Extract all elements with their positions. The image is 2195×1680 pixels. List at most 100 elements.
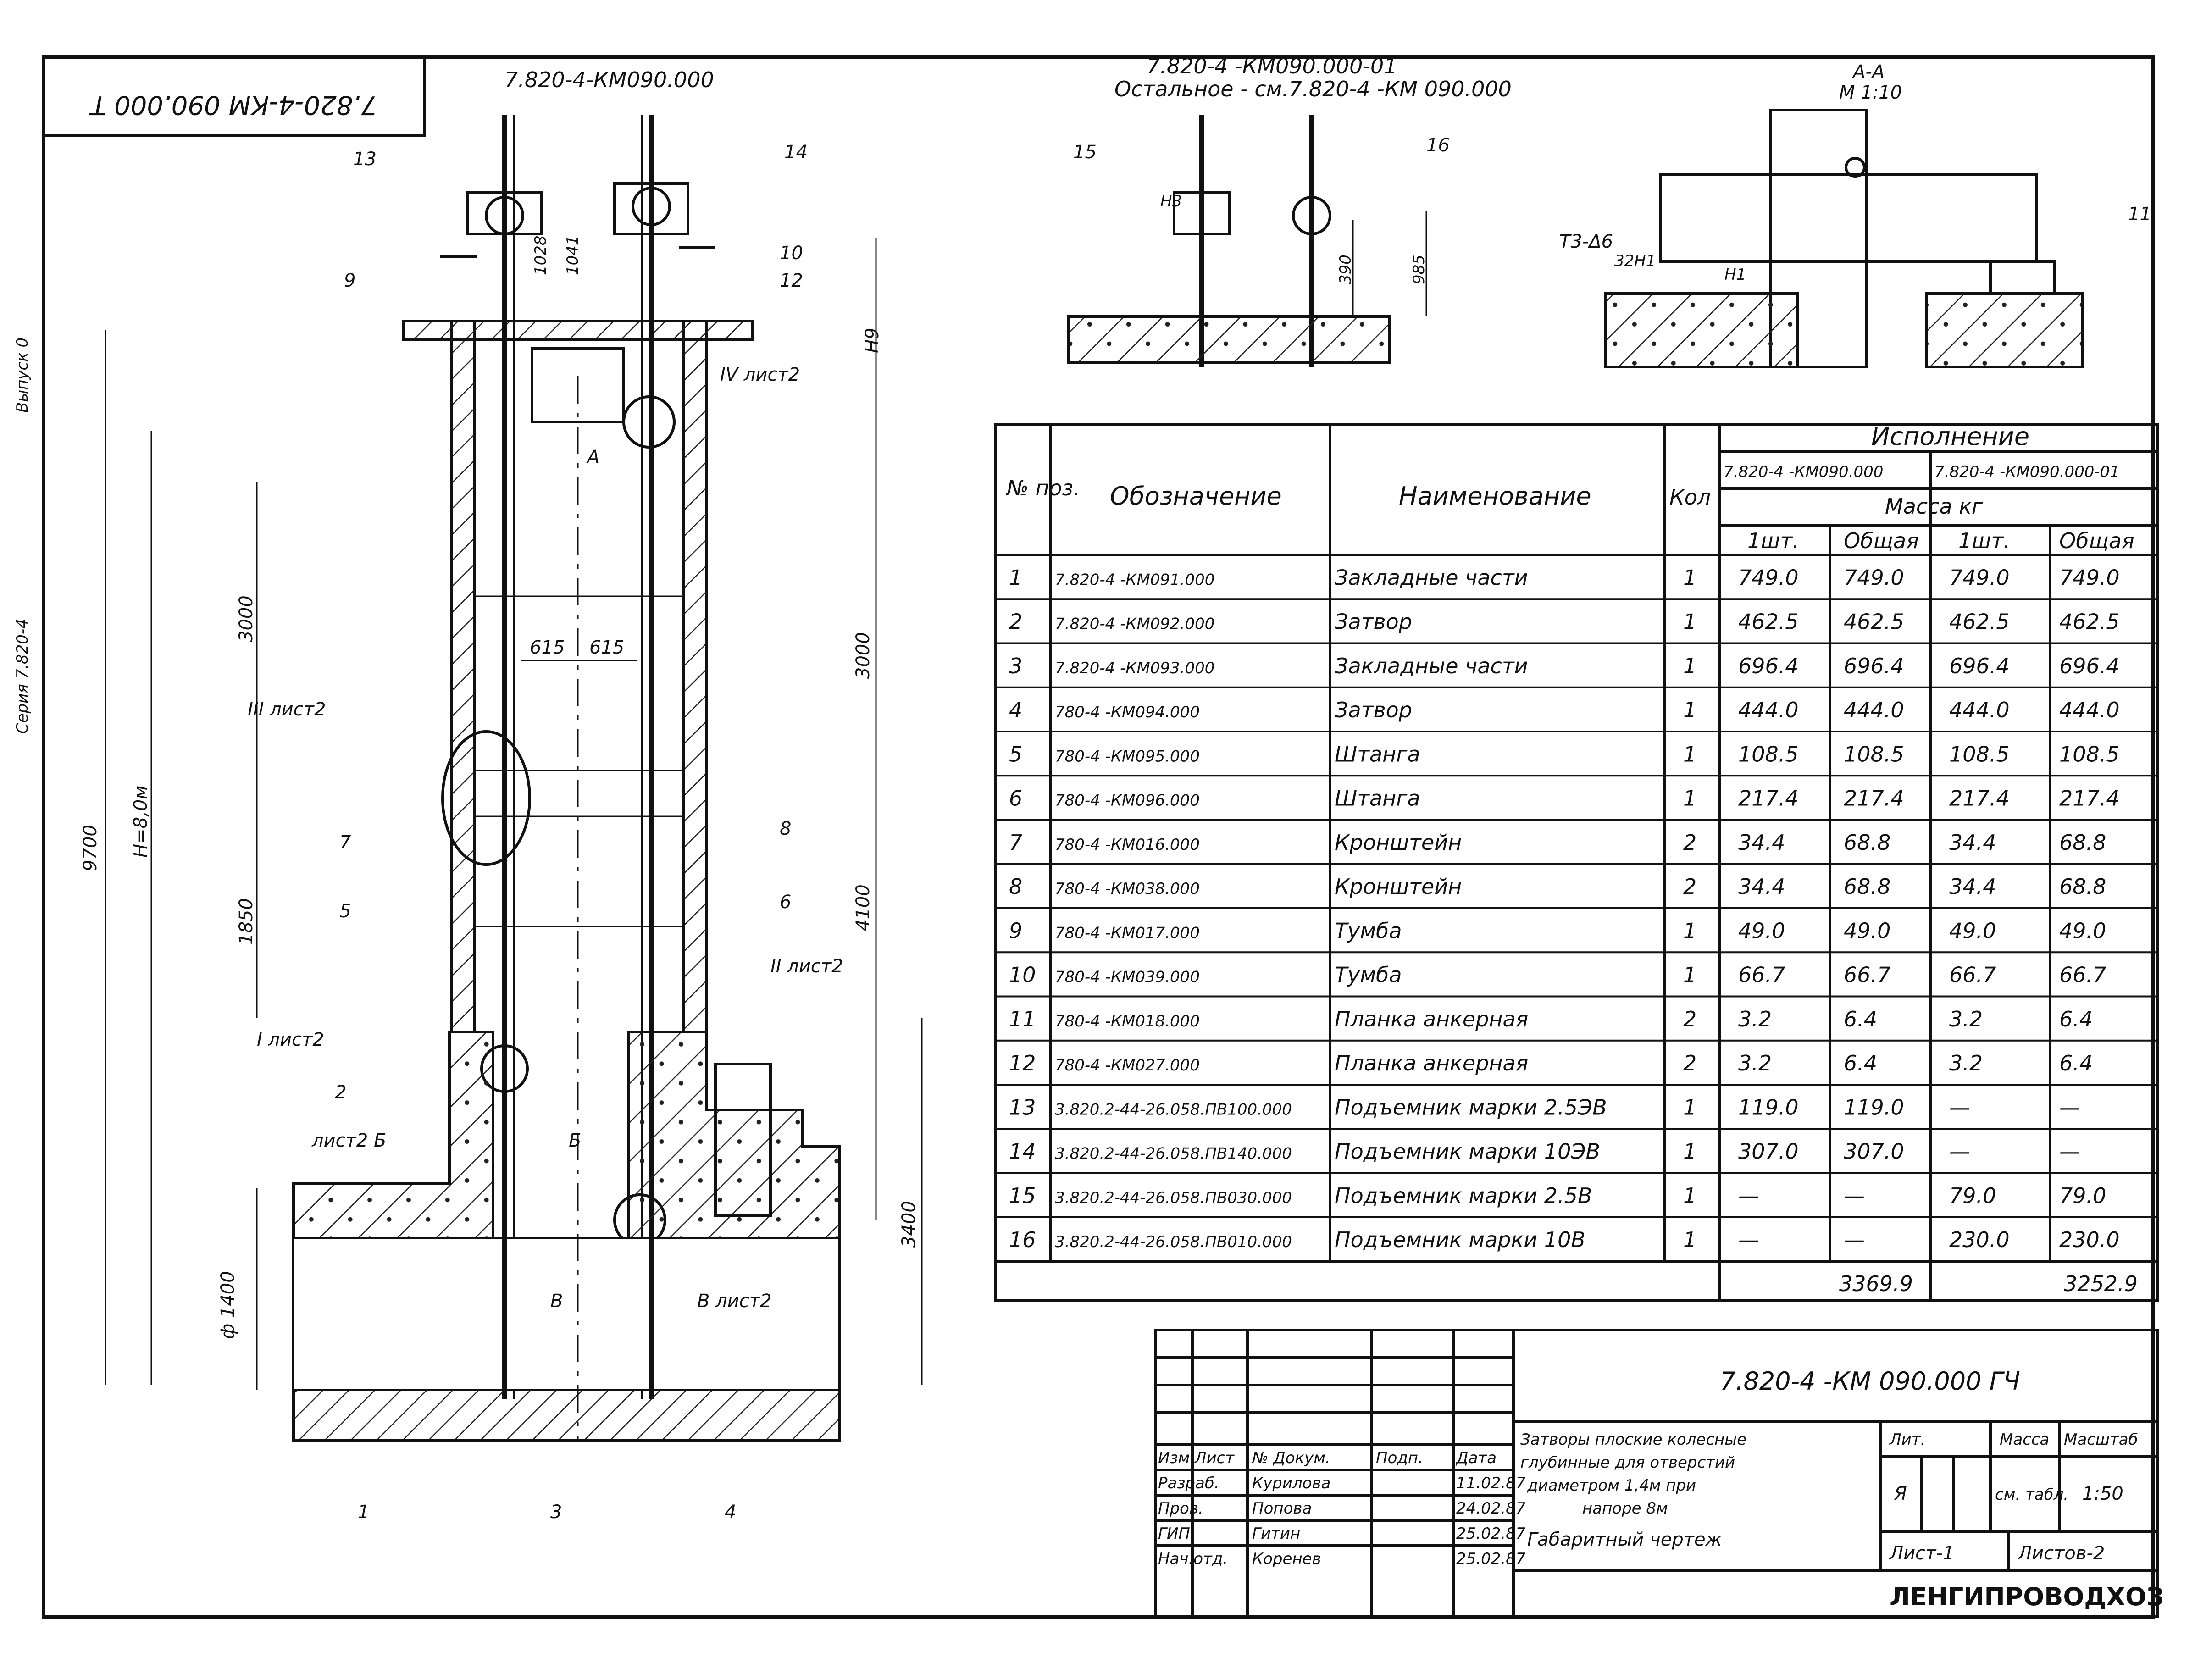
cell-total1: 66.7 bbox=[1844, 963, 1890, 987]
cell-name: Планка анкерная bbox=[1335, 1051, 1528, 1076]
callout-2: 2 bbox=[335, 1082, 346, 1103]
th-exec2: 7.820-4 -КМ090.000-01 bbox=[1934, 463, 2120, 481]
callout-12: 12 bbox=[780, 270, 803, 291]
cell-qty: 1 bbox=[1683, 742, 1696, 766]
cell-qty: 1 bbox=[1683, 565, 1696, 590]
lit-label: Лит. bbox=[1889, 1430, 1925, 1449]
cell-designation: 780-4 -КМ027.000 bbox=[1055, 1056, 1200, 1075]
signer-date: 25.02.87 bbox=[1456, 1550, 1526, 1568]
title-line-3: диаметром 1,4м при bbox=[1527, 1476, 1696, 1495]
signer-name: Гитин bbox=[1252, 1525, 1300, 1543]
cell-name: Затвор bbox=[1335, 610, 1412, 634]
mass-label: Масса bbox=[2000, 1430, 2049, 1449]
scale-value: 1:50 bbox=[2082, 1483, 2123, 1504]
cell-total1: 749.0 bbox=[1844, 565, 1904, 590]
cell-name: Подъемник марки 2.5В bbox=[1335, 1183, 1592, 1208]
cell-unit2: 462.5 bbox=[1949, 610, 2010, 634]
section-aa bbox=[1604, 109, 2084, 368]
cell-designation: 3.820.2-44-26.058.ПВ010.000 bbox=[1055, 1233, 1292, 1251]
dim-9700: 9700 bbox=[80, 825, 101, 871]
dim-h9: Н9 bbox=[862, 327, 883, 353]
signer-role: Разраб. bbox=[1158, 1474, 1219, 1492]
cell-name: Подъемник марки 10В bbox=[1335, 1227, 1585, 1252]
cell-total2: 108.5 bbox=[2059, 742, 2120, 766]
cell-qty: 1 bbox=[1683, 1139, 1696, 1164]
main-view: 7.820-4-КМ090.000 bbox=[105, 67, 923, 1442]
cell-unit1: 34.4 bbox=[1738, 830, 1785, 855]
dim-1028: 1028 bbox=[532, 235, 550, 275]
callout-16: 16 bbox=[1426, 135, 1450, 156]
shaft-cap bbox=[402, 320, 754, 341]
cell-qty: 2 bbox=[1683, 1051, 1696, 1076]
cell-qty: 1 bbox=[1683, 1183, 1696, 1208]
cell-name: Подъемник марки 10ЭВ bbox=[1335, 1139, 1600, 1164]
th-qty: Кол bbox=[1669, 485, 1711, 510]
cell-unit1: 462.5 bbox=[1738, 610, 1799, 634]
cell-name: Тумба bbox=[1335, 918, 1402, 943]
cell-qty: 1 bbox=[1683, 963, 1696, 987]
doc-number: 7.820-4 -КМ 090.000 ГЧ bbox=[1720, 1367, 2020, 1396]
spec-table bbox=[994, 423, 2159, 1302]
cell-pos: 12 bbox=[1009, 1051, 1036, 1076]
hoist-right bbox=[613, 182, 715, 249]
cell-unit2: — bbox=[1949, 1139, 1970, 1164]
title-block-labels: 7.820-4 -КМ 090.000 ГЧ Затворы плоские к… bbox=[1158, 1367, 2164, 1611]
dim-985: 985 bbox=[1410, 255, 1428, 284]
cell-pos: 4 bbox=[1009, 698, 1022, 722]
title-line-5: Габаритный чертеж bbox=[1527, 1529, 1722, 1550]
cell-unit1: 217.4 bbox=[1738, 786, 1799, 811]
cell-qty: 1 bbox=[1683, 786, 1696, 811]
cell-pos: 11 bbox=[1009, 1007, 1036, 1031]
cell-unit1: 307.0 bbox=[1738, 1139, 1799, 1164]
cell-qty: 1 bbox=[1683, 654, 1696, 678]
cell-unit1: — bbox=[1738, 1183, 1759, 1208]
section-mark-a: А bbox=[586, 447, 599, 468]
cell-pos: 7 bbox=[1009, 830, 1022, 855]
cell-pos: 14 bbox=[1009, 1139, 1036, 1164]
dim-3000-left: 3000 bbox=[236, 595, 257, 642]
pipe-right bbox=[714, 1063, 772, 1217]
cell-total1: 68.8 bbox=[1844, 874, 1890, 899]
total-exec2: 3252.9 bbox=[2064, 1271, 2138, 1296]
cell-unit1: 66.7 bbox=[1738, 963, 1785, 987]
variant-view bbox=[1067, 115, 1427, 367]
cell-total1: — bbox=[1844, 1183, 1865, 1208]
cell-unit1: 696.4 bbox=[1738, 654, 1799, 678]
variant-note: Остальное - см.7.820-4 -КМ 090.000 bbox=[1114, 77, 1512, 101]
cell-designation: 780-4 -КМ038.000 bbox=[1055, 880, 1200, 898]
cell-pos: 15 bbox=[1009, 1183, 1036, 1208]
th-execution: Исполнение bbox=[1871, 422, 2029, 451]
cell-unit1: — bbox=[1738, 1227, 1759, 1252]
dim-1850: 1850 bbox=[236, 898, 257, 945]
cell-designation: 3.820.2-44-26.058.ПВ030.000 bbox=[1055, 1189, 1292, 1207]
th-unit1: 1шт. bbox=[1747, 528, 1799, 553]
sheets-label: Листов-2 bbox=[2017, 1543, 2105, 1564]
cell-total1: — bbox=[1844, 1227, 1865, 1252]
signer-role: Пров. bbox=[1158, 1499, 1203, 1518]
cell-total1: 6.4 bbox=[1844, 1007, 1877, 1031]
cell-designation: 780-4 -КМ018.000 bbox=[1055, 1012, 1200, 1031]
cell-qty: 1 bbox=[1683, 1227, 1696, 1252]
signer-name: Коренев bbox=[1252, 1550, 1321, 1568]
title-line-2: глубинные для отверстий bbox=[1520, 1453, 1735, 1472]
org-name: ЛЕНГИПРОВОДХОЗ bbox=[1890, 1582, 2164, 1611]
cell-unit2: 3.2 bbox=[1949, 1007, 1983, 1031]
signer-date: 24.02.87 bbox=[1456, 1499, 1526, 1518]
cell-name: Кронштейн bbox=[1335, 874, 1462, 899]
section-aa-title: А-А bbox=[1851, 61, 1885, 83]
callout-8: 8 bbox=[780, 818, 791, 839]
cell-pos: 6 bbox=[1009, 786, 1022, 811]
signer-date: 25.02.87 bbox=[1456, 1525, 1526, 1543]
cell-total2: 49.0 bbox=[2059, 918, 2106, 943]
cell-name: Тумба bbox=[1335, 963, 1402, 987]
top-drawing-number: 7.820-4-КМ090.000 bbox=[504, 67, 714, 92]
spec-table-header: № поз. Обозначение Наименование Кол Испо… bbox=[1005, 422, 2134, 553]
ref-v-center: В bbox=[550, 1291, 563, 1312]
cell-unit1: 3.2 bbox=[1738, 1051, 1772, 1076]
callout-3: 3 bbox=[550, 1502, 562, 1523]
cell-pos: 1 bbox=[1009, 565, 1022, 590]
cell-pos: 8 bbox=[1009, 874, 1022, 899]
cell-total2: 6.4 bbox=[2059, 1051, 2093, 1076]
dim-4100: 4100 bbox=[853, 884, 874, 931]
